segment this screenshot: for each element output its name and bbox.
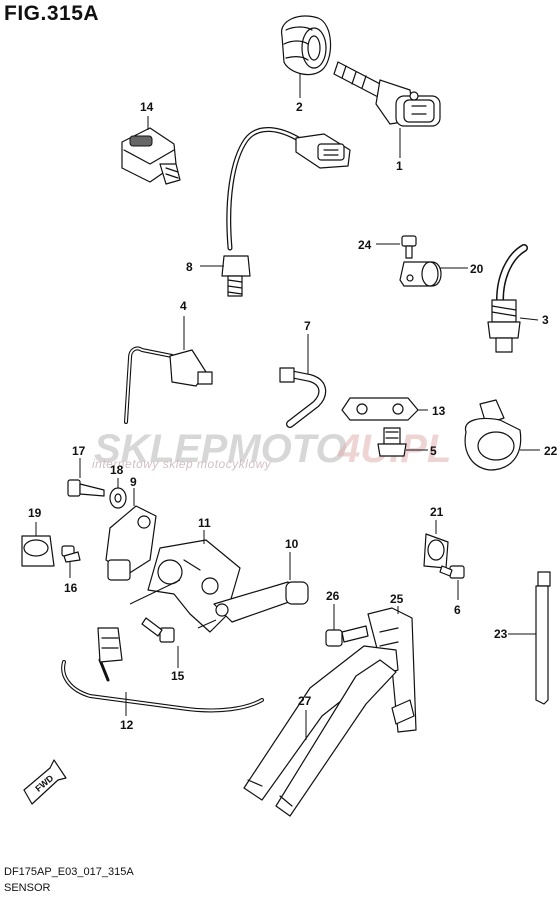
part-13-plate xyxy=(341,397,419,421)
callout-20: 20 xyxy=(470,262,484,276)
callout-15: 15 xyxy=(171,669,185,683)
callout-4: 4 xyxy=(180,299,187,313)
callout-1: 1 xyxy=(396,159,403,173)
part-9-sensor xyxy=(105,505,157,581)
part-11-bracket xyxy=(147,539,241,633)
callout-16: 16 xyxy=(64,581,78,595)
callout-12: 12 xyxy=(120,718,134,732)
callout-26: 26 xyxy=(326,589,340,603)
callout-2: 2 xyxy=(296,100,303,114)
callout-18: 18 xyxy=(110,463,124,477)
callout-27: 27 xyxy=(298,694,312,708)
part-27-arm xyxy=(243,645,399,817)
part-7-pipe xyxy=(279,367,327,428)
watermark-brand-main: SKLEPMOTO xyxy=(94,427,347,471)
figure-section: SENSOR xyxy=(4,882,51,894)
callout-11: 11 xyxy=(198,516,211,530)
callout-8: 8 xyxy=(186,260,193,274)
callout-6: 6 xyxy=(454,603,461,617)
part-6-bolt xyxy=(439,565,465,579)
callout-22: 22 xyxy=(544,444,558,458)
figure-code: DF175AP_E03_017_315A xyxy=(4,866,134,878)
callout-14: 14 xyxy=(140,100,154,114)
watermark-tagline: internetowy sklep motocyklowy xyxy=(92,457,272,471)
part-16-bolt xyxy=(61,545,81,563)
part-26-bolt xyxy=(325,625,369,647)
part-4-knock-sensor xyxy=(124,346,213,424)
part-24-bolt xyxy=(401,235,417,259)
part-3-sensor xyxy=(487,244,528,353)
figure-title: FIG.315A xyxy=(4,2,100,25)
part-14-switch xyxy=(121,127,181,185)
leader-lines xyxy=(35,74,540,740)
callout-23: 23 xyxy=(494,627,508,641)
part-20-clamp xyxy=(399,261,442,287)
callout-3: 3 xyxy=(542,313,549,327)
part-1-sensor xyxy=(333,61,441,127)
part-21-clamp xyxy=(423,533,449,569)
callout-17: 17 xyxy=(72,444,86,458)
part-12-harness xyxy=(61,627,264,713)
part-10-lever xyxy=(213,581,309,623)
callout-24: 24 xyxy=(358,238,372,252)
part-23-cable-tie xyxy=(535,571,551,705)
part-19-clamp xyxy=(21,535,55,567)
callout-labels: 1 2 3 4 5 6 7 8 9 10 11 12 13 14 15 16 1… xyxy=(28,100,558,732)
callout-10: 10 xyxy=(285,537,299,551)
callout-9: 9 xyxy=(130,475,137,489)
callout-7: 7 xyxy=(304,319,311,333)
callout-19: 19 xyxy=(28,506,42,520)
part-15-bolt xyxy=(141,617,175,643)
callout-5: 5 xyxy=(430,444,437,458)
part-18-washer xyxy=(109,487,127,509)
part-2-grommet xyxy=(281,15,332,76)
callout-21: 21 xyxy=(430,505,444,519)
fwd-arrow-icon: FWD xyxy=(23,759,67,805)
callout-13: 13 xyxy=(432,404,446,418)
part-17-bolt xyxy=(67,479,105,497)
part-5-bolt xyxy=(377,427,407,457)
part-8-sensor-harness xyxy=(221,126,351,297)
callout-25: 25 xyxy=(390,592,404,606)
part-22-clip xyxy=(464,399,522,471)
